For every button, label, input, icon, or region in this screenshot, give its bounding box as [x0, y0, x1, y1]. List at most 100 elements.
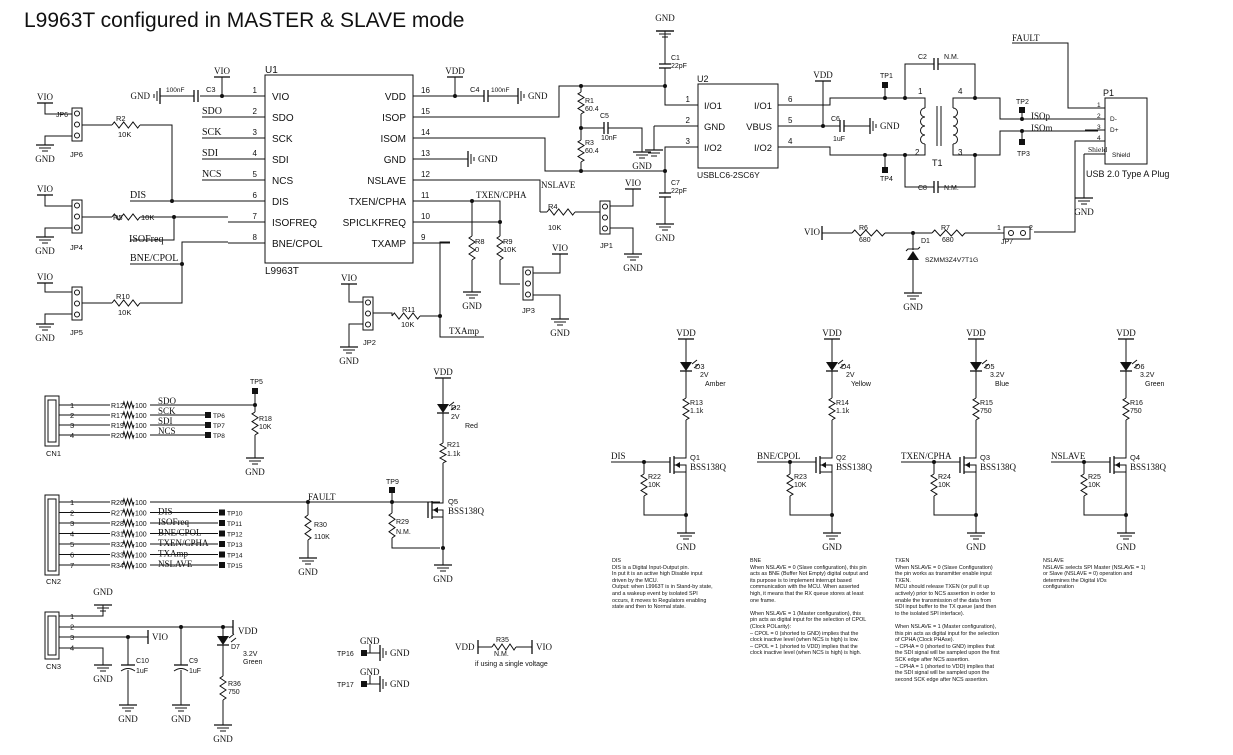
ground-symbol: GND: [462, 291, 482, 311]
resistor-symbol: [122, 410, 135, 420]
label-parts-r35-ref: R35: [496, 637, 509, 644]
capacitor-symbol: [659, 192, 671, 198]
label-parts-c5-ref: C5: [600, 113, 609, 120]
series-resistor-ref: R17: [111, 413, 124, 420]
test-point-label: TP8: [213, 433, 225, 440]
u1-pin-number: 7: [253, 212, 258, 221]
cn2-net-label: NSLAVE: [158, 559, 193, 569]
u1-pin-number: 11: [421, 191, 430, 200]
ground-label: GND: [880, 121, 900, 131]
note-bne: BNE When NSLAVE = 0 (Slave configuration…: [750, 558, 869, 657]
label-nets-gnd: GND: [360, 636, 380, 646]
u2-pin-name: I/O2: [754, 143, 772, 154]
test-point: [205, 422, 211, 428]
wire: [533, 294, 561, 319]
label-parts-d3-color: Amber: [705, 381, 726, 388]
junction-dot: [438, 314, 442, 318]
jumper-header: [71, 286, 83, 321]
label-parts-r14-ref: R14: [836, 400, 849, 407]
resistor-symbol: [682, 397, 690, 421]
note-nslave: NSLAVE NSLAVE selects SPI Master (NSLAVE…: [1043, 558, 1146, 591]
power-label: VIO: [341, 273, 357, 283]
label-parts-d1-value: SZMM3Z4V7T1G: [925, 257, 978, 264]
u1-pin-name: TXEN/CPHA: [349, 197, 407, 208]
u1-pin-number: 2: [253, 107, 258, 116]
u1-pin-number: 9: [421, 233, 426, 242]
power-label: VIO: [625, 178, 641, 188]
label-testpoints-tp2: TP2: [1016, 99, 1029, 106]
wire: [915, 97, 926, 108]
ground-symbol: GND: [35, 323, 55, 343]
cn2-net-label: DIS: [158, 507, 173, 517]
test-point-label: TP10: [227, 511, 243, 518]
label-parts-r14-value: 1.1k: [836, 408, 850, 415]
wire: [820, 471, 833, 479]
series-resistor-value: 100: [135, 511, 147, 518]
resistor-symbol: [304, 514, 312, 541]
label-parts-d1-ref: D1: [921, 238, 930, 245]
label-parts-r36-ref: R36: [228, 681, 241, 688]
wire: [450, 179, 541, 212]
ground-symbol: GND: [550, 318, 570, 338]
power-symbol: VIO: [341, 273, 357, 285]
wire: [1083, 496, 1126, 516]
u2-pin-number: 5: [788, 116, 793, 125]
label-parts-c10-value: 1uF: [136, 668, 148, 675]
resistor-symbol: [577, 139, 585, 163]
ground-symbol: GND: [35, 236, 55, 256]
ground-label: GND: [550, 328, 570, 338]
label-parts-jp2-ref: JP2: [363, 338, 376, 347]
wire: [412, 501, 429, 510]
wire: [450, 200, 473, 236]
test-point: [389, 487, 395, 493]
label-parts-cn1-ref: CN1: [46, 449, 61, 458]
label-testpoints-tp5: TP5: [250, 379, 263, 386]
ground-label: GND: [93, 587, 113, 597]
resistor-symbol: [219, 675, 227, 701]
u1-pin-name: BNE/CPOL: [272, 239, 323, 250]
label-parts-r16-ref: R16: [1130, 400, 1143, 407]
ground-label: GND: [390, 648, 410, 658]
p1-pin-name: D-: [1110, 116, 1117, 123]
ground-symbol: GND: [869, 118, 900, 134]
ground-label: GND: [1116, 542, 1136, 552]
resistor-symbol: [1080, 473, 1088, 497]
series-resistor-ref: R31: [111, 532, 124, 539]
resistor-symbol: [391, 312, 421, 320]
wire: [674, 471, 687, 479]
label-parts-jp3-ref: JP3: [522, 306, 535, 315]
label-nets-sck: SCK: [202, 127, 222, 138]
capacitor-symbol: [933, 58, 939, 70]
u1-pin-name: GND: [384, 155, 406, 166]
cn3-connector: CN31234GNDVIOGNDGNDC101uFGNDC91uFGNDD73.…: [44, 587, 263, 744]
u1-part: L9963T: [265, 266, 299, 277]
u1-pin-number: 6: [253, 191, 258, 200]
label-nets-fault: FAULT: [308, 492, 336, 502]
wire: [432, 496, 444, 504]
test-point-label: TP15: [227, 563, 243, 570]
u1-pin-name: VDD: [385, 92, 406, 103]
cn2-net-label: TXAmp: [158, 549, 188, 559]
label-parts-c6-ref: C6: [831, 116, 840, 123]
jp7-jumper: [1003, 226, 1031, 240]
resistor-symbol: [468, 235, 476, 261]
label-parts-r1-value: 60.4: [585, 106, 599, 113]
label-parts-r4-ref: R4: [548, 202, 558, 211]
wire: [499, 260, 520, 285]
wire: [221, 77, 228, 97]
u1-pin-number: 14: [421, 128, 430, 137]
wire: [1012, 42, 1085, 109]
note-txen: TXEN When NSLAVE = 0 (Slave Configuratio…: [895, 558, 1000, 683]
wire: [140, 241, 228, 304]
mosfet-symbol: [959, 451, 977, 479]
wire: [59, 647, 104, 665]
label-parts-d6-color: Green: [1145, 381, 1165, 388]
label-testpoints-tp4: TP4: [880, 176, 893, 183]
resistor-symbol: [122, 400, 135, 410]
power-symbol: VDD: [676, 328, 696, 340]
cn2-net-label: ISOFreq: [158, 517, 189, 527]
